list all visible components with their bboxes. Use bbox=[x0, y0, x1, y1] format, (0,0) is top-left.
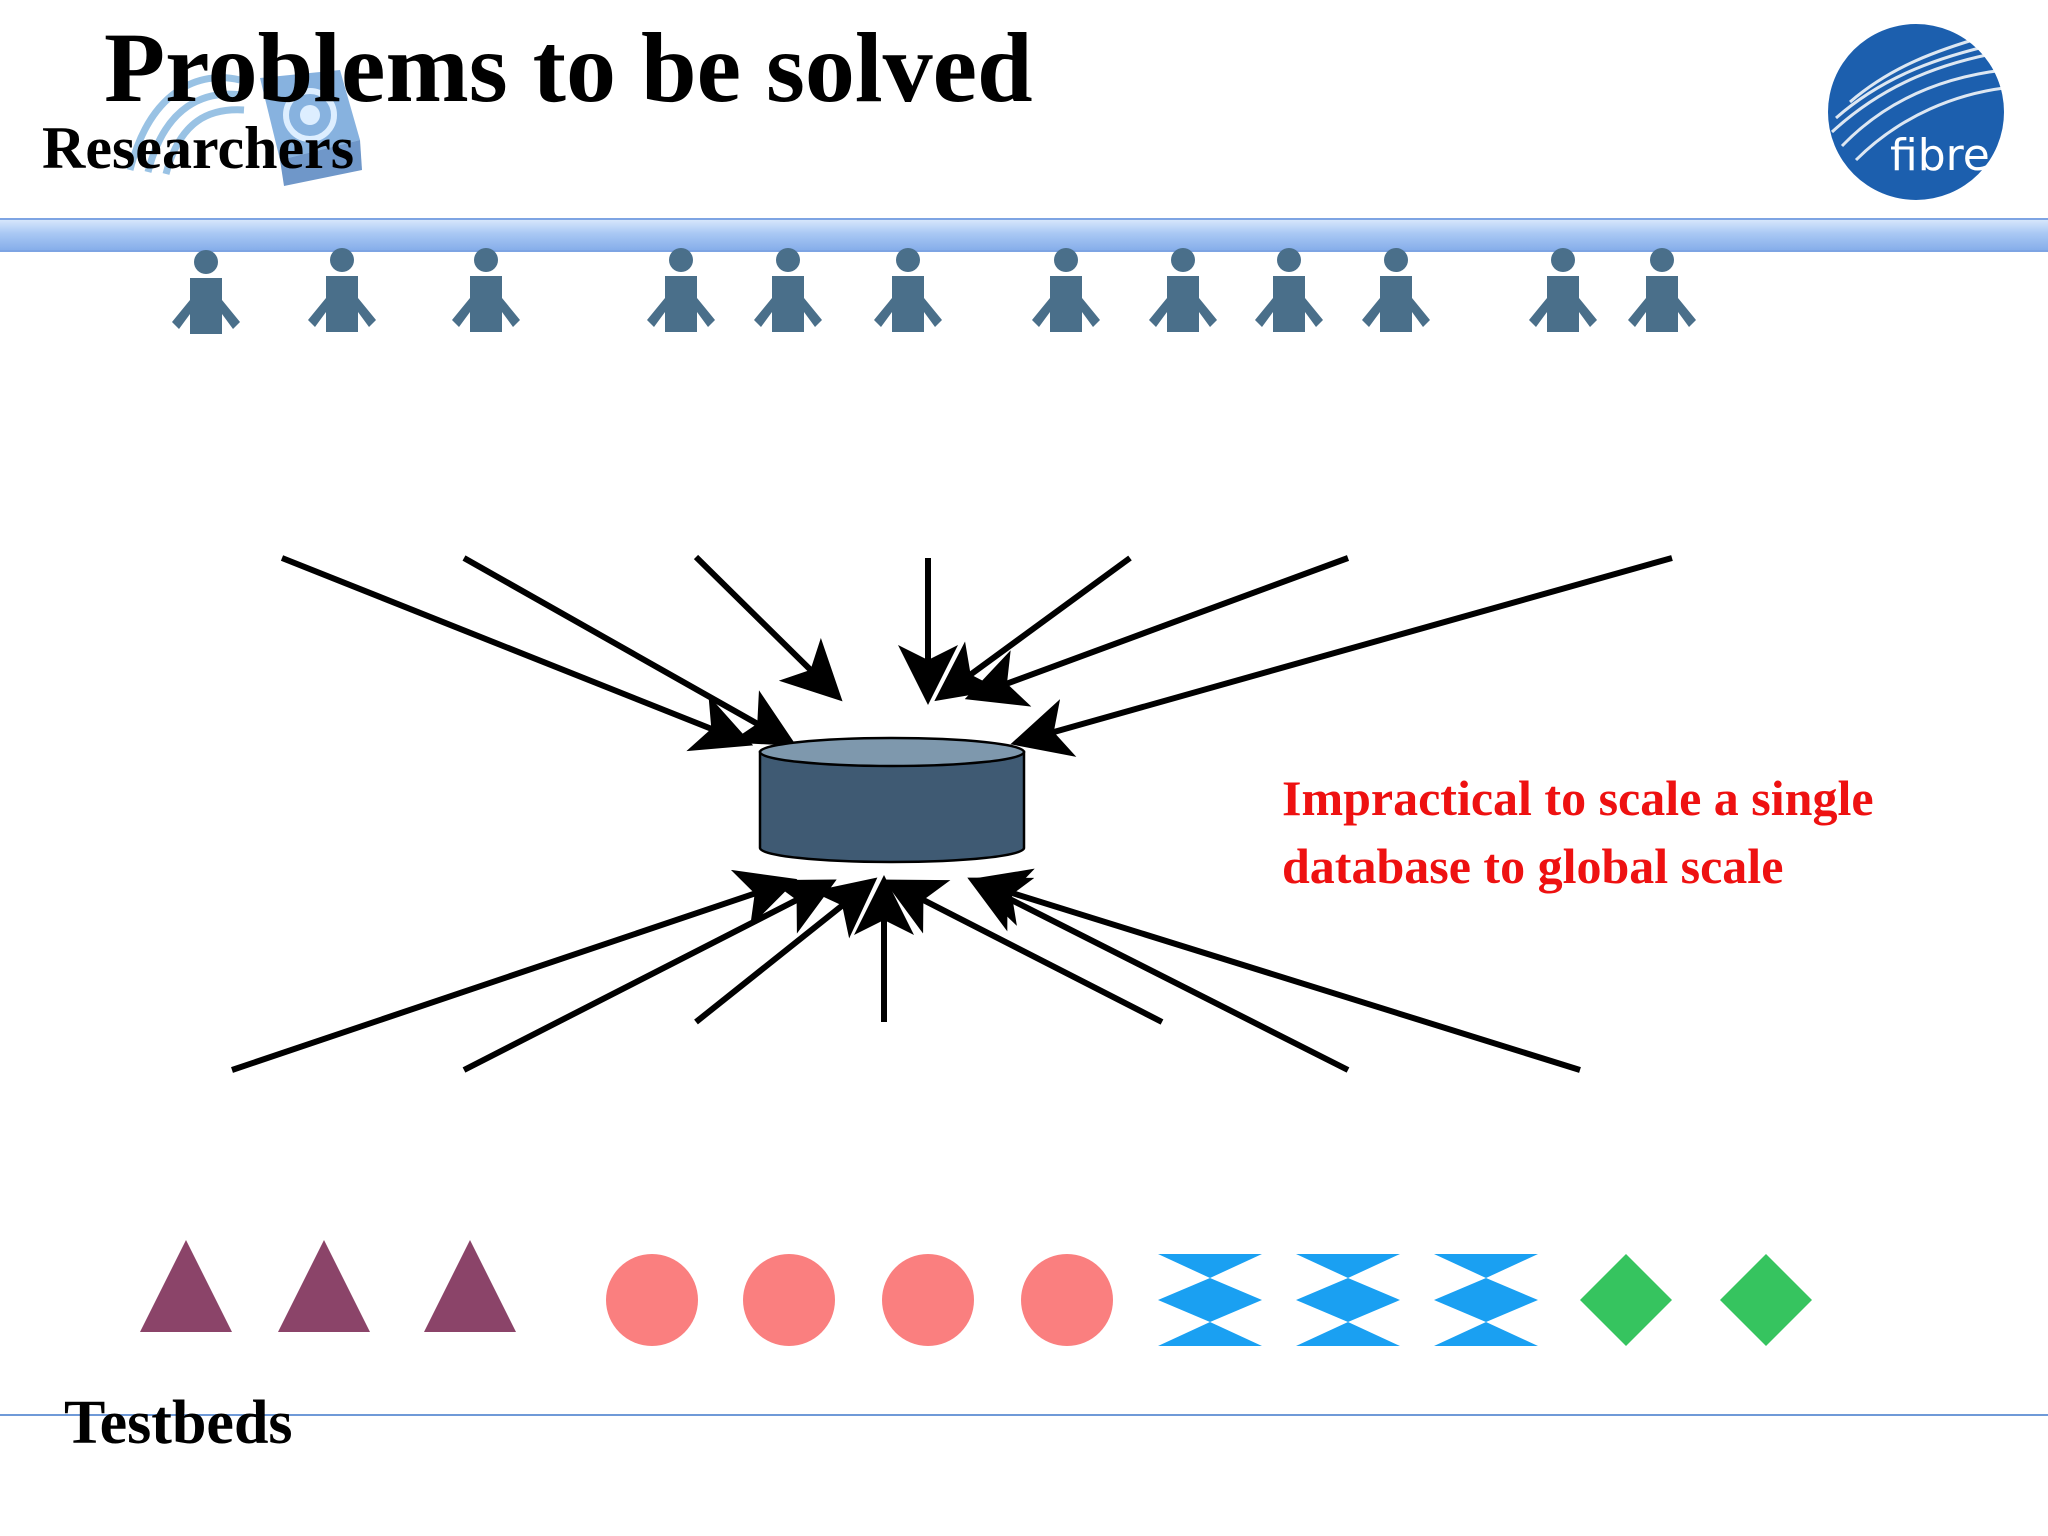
header-band bbox=[0, 218, 2048, 252]
researcher-person-icon bbox=[1529, 248, 1597, 332]
testbed-circle-icon bbox=[743, 1254, 835, 1346]
testbed-bowtie-icon bbox=[1434, 1254, 1538, 1346]
testbed-diamond-icon bbox=[1720, 1254, 1812, 1346]
arrow bbox=[967, 877, 1350, 1073]
fibre-logo-icon bbox=[1828, 24, 2005, 200]
arrow bbox=[280, 555, 754, 752]
arrow bbox=[462, 879, 837, 1073]
researcher-person-icon bbox=[754, 248, 822, 332]
testbed-bowtie-icon bbox=[1158, 1254, 1262, 1346]
testbeds-label: Testbeds bbox=[64, 1389, 293, 1457]
arrow bbox=[694, 877, 878, 1025]
testbed-triangle-icon bbox=[140, 1240, 232, 1332]
arrow bbox=[968, 868, 1581, 1073]
testbed-triangle-icon bbox=[278, 1240, 370, 1332]
researchers-label: Researchers bbox=[42, 115, 355, 181]
testbed-circle-icon bbox=[606, 1254, 698, 1346]
arrow bbox=[462, 555, 797, 746]
researcher-person-icon bbox=[1255, 248, 1323, 332]
arrow bbox=[231, 869, 798, 1073]
arrow bbox=[693, 554, 843, 702]
researcher-person-icon bbox=[874, 248, 942, 332]
testbeds-group bbox=[140, 1240, 1812, 1346]
researcher-person-icon bbox=[452, 248, 520, 332]
researcher-person-icon bbox=[1628, 248, 1696, 332]
database-icon bbox=[758, 736, 1026, 864]
testbed-diamond-icon bbox=[1580, 1254, 1672, 1346]
testbed-arrows bbox=[231, 868, 1581, 1073]
researcher-person-icon bbox=[308, 248, 376, 332]
researcher-person-icon bbox=[1149, 248, 1217, 332]
project-logo-icon bbox=[126, 70, 362, 186]
researchers-group bbox=[172, 248, 1696, 334]
slide-title: Problems to be solved bbox=[104, 12, 1033, 123]
researcher-arrows bbox=[280, 554, 1673, 757]
testbed-circle-icon bbox=[1021, 1254, 1113, 1346]
arrow bbox=[964, 555, 1350, 707]
researcher-person-icon bbox=[172, 250, 240, 334]
footer-line bbox=[0, 1414, 2048, 1416]
arrow bbox=[883, 879, 1164, 1025]
fibre-logo-text: fibre bbox=[1890, 130, 1990, 181]
callout-text: Impractical to scale a single database t… bbox=[1282, 770, 1874, 894]
testbed-triangle-icon bbox=[424, 1240, 516, 1332]
testbed-bowtie-icon bbox=[1296, 1254, 1400, 1346]
researcher-person-icon bbox=[1362, 248, 1430, 332]
testbed-circle-icon bbox=[882, 1254, 974, 1346]
researcher-person-icon bbox=[1032, 248, 1100, 332]
arrow bbox=[1010, 555, 1673, 757]
researcher-person-icon bbox=[647, 248, 715, 332]
